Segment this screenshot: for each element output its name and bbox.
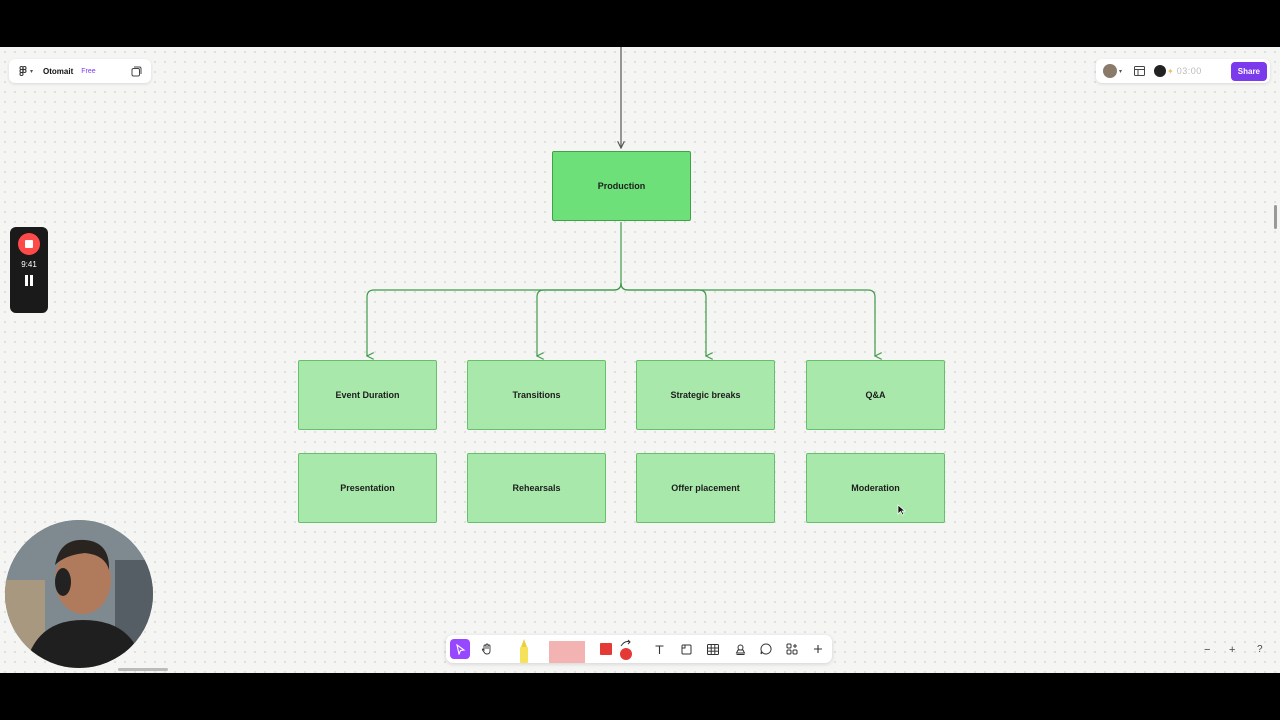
- help-button[interactable]: ?: [1257, 644, 1263, 655]
- webcam-resize-handle[interactable]: [118, 668, 168, 671]
- figma-logo-icon[interactable]: [18, 66, 28, 76]
- pages-icon[interactable]: [131, 66, 142, 77]
- pause-recording-button[interactable]: [25, 275, 33, 286]
- washi-tape-tool-icon[interactable]: [549, 641, 585, 663]
- shape-tool-icon[interactable]: [600, 643, 612, 655]
- layout-icon[interactable]: [1134, 66, 1146, 76]
- widgets-tool-icon[interactable]: [782, 639, 802, 659]
- zoom-out-button[interactable]: −: [1204, 644, 1211, 656]
- zoom-in-button[interactable]: +: [1229, 644, 1236, 656]
- mouse-cursor-icon: [897, 503, 906, 521]
- pause-icon: [25, 275, 28, 286]
- collab-panel: ▾ ✦ 03:00 Share: [1096, 59, 1270, 83]
- recording-widget: 9:41: [10, 227, 48, 313]
- stop-recording-button[interactable]: [18, 233, 40, 255]
- webcam-bubble[interactable]: [5, 520, 153, 668]
- node-transitions[interactable]: Transitions: [467, 360, 606, 430]
- section-tool-icon[interactable]: [676, 639, 696, 659]
- vertical-scrollbar[interactable]: [1274, 205, 1277, 229]
- zoom-controls: − + ?: [1204, 644, 1272, 658]
- timer-readout[interactable]: 03:00: [1176, 66, 1202, 76]
- chevron-down-icon[interactable]: ▾: [1119, 68, 1123, 75]
- marker-tool-icon[interactable]: [516, 637, 532, 663]
- table-tool-icon[interactable]: [703, 639, 723, 659]
- bottom-toolbar: [446, 635, 832, 663]
- connector-root-to-qa: [620, 282, 875, 356]
- file-name[interactable]: Otomait: [43, 66, 74, 76]
- chevron-down-icon[interactable]: ▾: [30, 68, 34, 75]
- recording-time: 9:41: [21, 260, 37, 269]
- share-button[interactable]: Share: [1230, 61, 1267, 81]
- stop-icon: [25, 240, 33, 248]
- node-qa[interactable]: Q&A: [806, 360, 945, 430]
- whiteboard-canvas[interactable]: Production Event Duration Transitions St…: [0, 47, 1280, 673]
- hand-tool-icon[interactable]: [477, 639, 497, 659]
- move-tool-icon[interactable]: [450, 639, 470, 659]
- file-panel: ▾ Otomait Free: [9, 59, 151, 83]
- pause-icon-bar: [30, 275, 33, 286]
- node-rehearsals[interactable]: Rehearsals: [467, 453, 606, 523]
- connector-layer: [0, 47, 1280, 673]
- timer-sparkle-icon: ✦: [1167, 66, 1174, 76]
- connector-root-to-transitions: [537, 282, 622, 356]
- connector-root-to-strategic-breaks: [620, 282, 706, 356]
- node-offer-placement[interactable]: Offer placement: [636, 453, 775, 523]
- stamp-tool-icon[interactable]: [730, 639, 750, 659]
- connector-tool-icon[interactable]: [617, 638, 633, 660]
- presenter-video: [5, 520, 153, 668]
- text-tool-icon[interactable]: [649, 639, 669, 659]
- node-event-duration[interactable]: Event Duration: [298, 360, 437, 430]
- node-presentation[interactable]: Presentation: [298, 453, 437, 523]
- node-moderation[interactable]: Moderation: [806, 453, 945, 523]
- node-strategic-breaks[interactable]: Strategic breaks: [636, 360, 775, 430]
- timer-icon[interactable]: [1154, 65, 1167, 77]
- plan-badge: Free: [81, 67, 96, 75]
- comment-tool-icon[interactable]: [756, 639, 776, 659]
- connector-root-to-event-duration: [367, 222, 622, 356]
- avatar[interactable]: [1103, 64, 1117, 78]
- add-more-icon[interactable]: [808, 639, 828, 659]
- node-production[interactable]: Production: [552, 151, 691, 221]
